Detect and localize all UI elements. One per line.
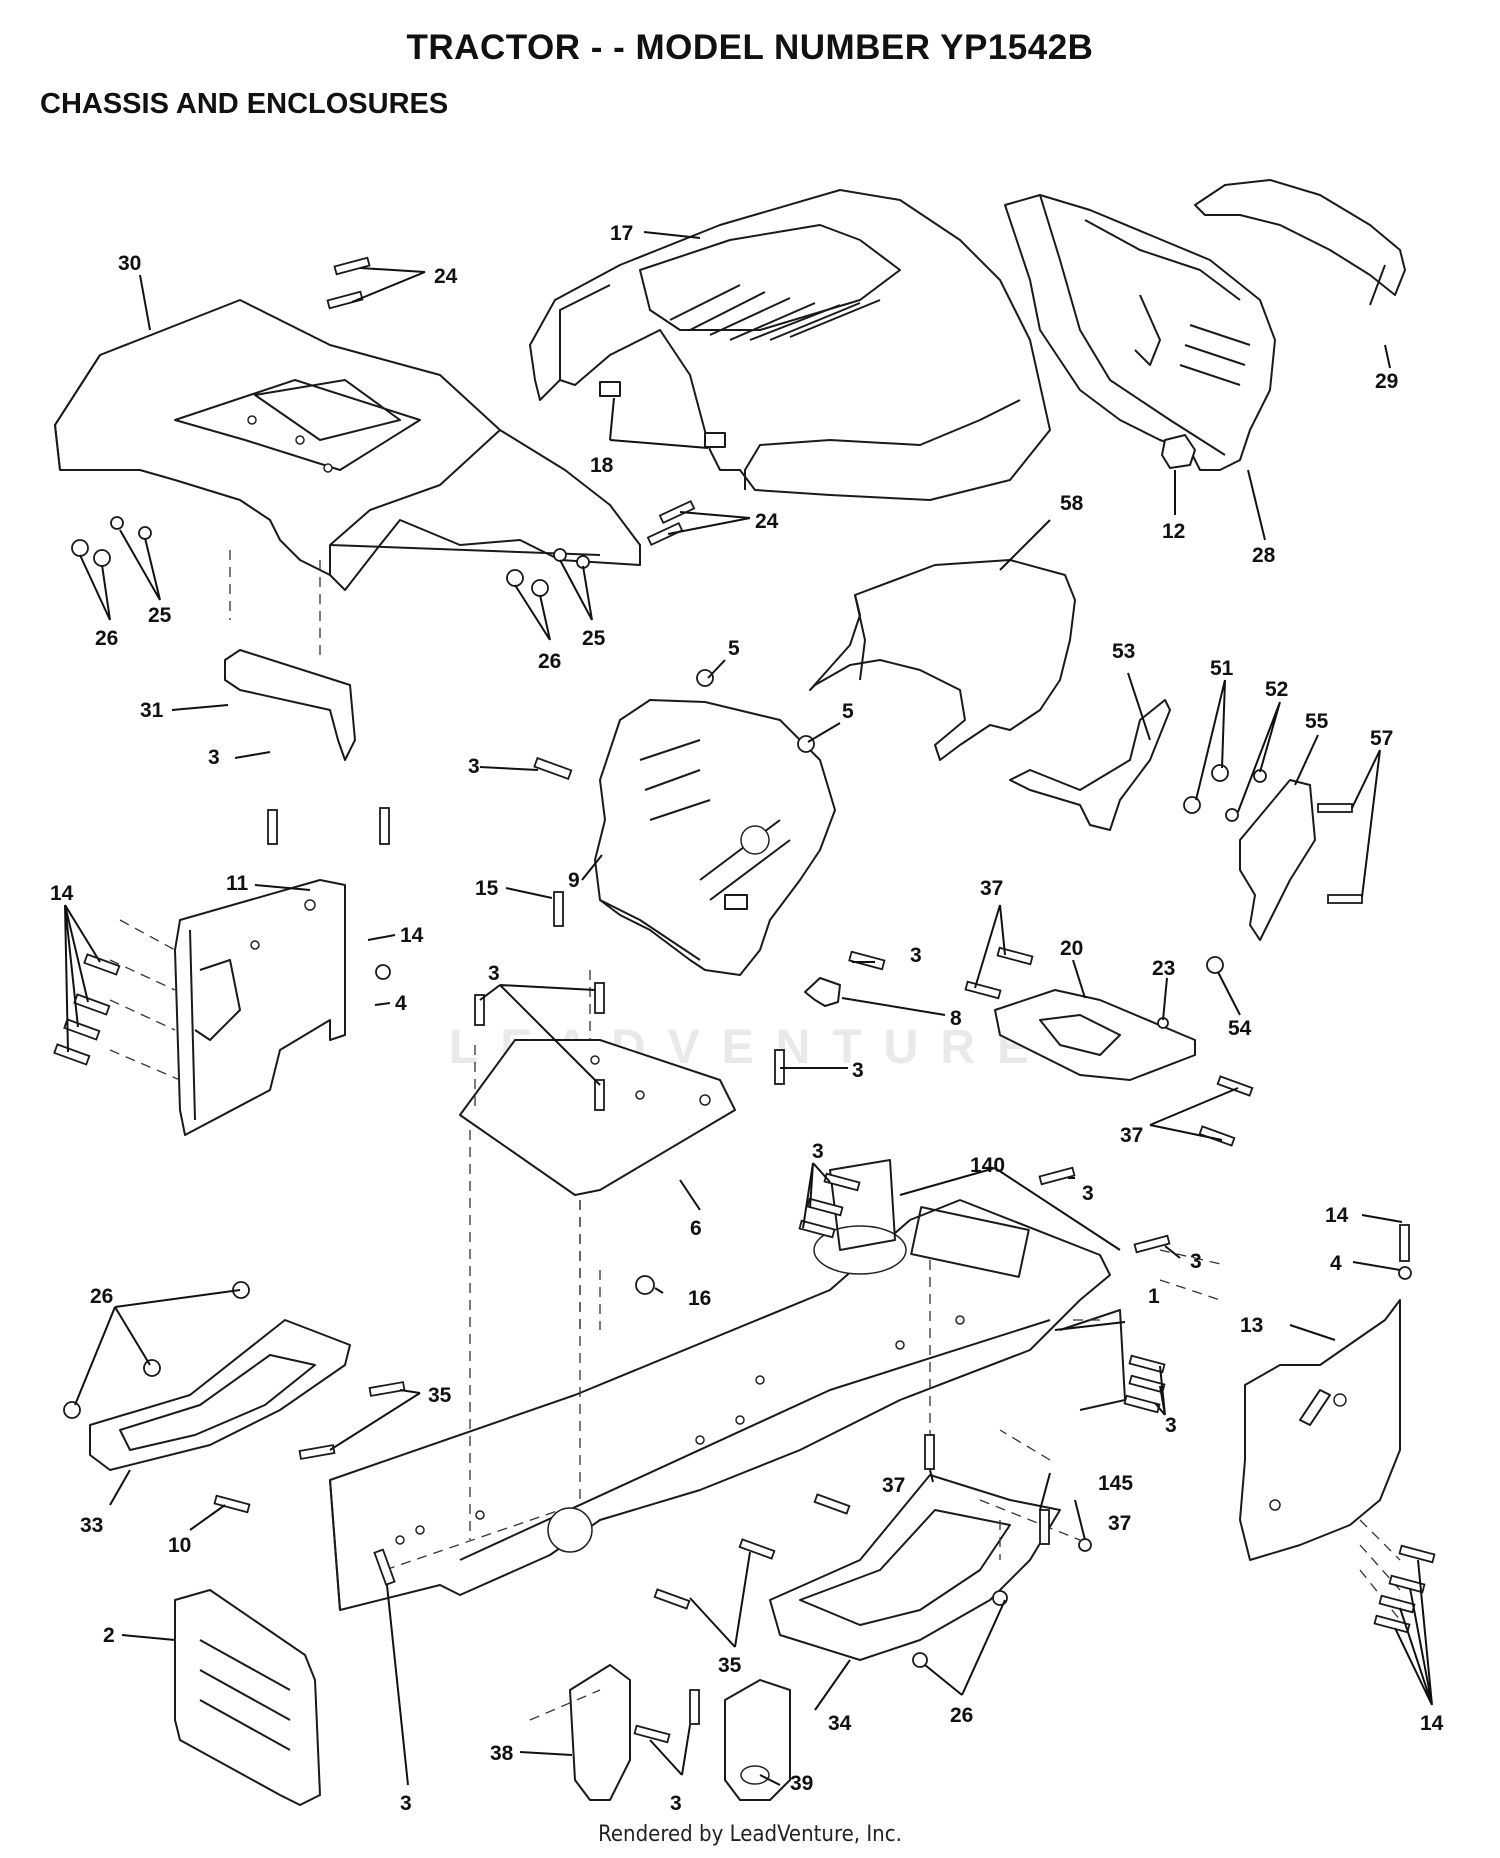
callout-24: 24 [434, 265, 458, 288]
callout-1: 1 [1148, 1285, 1160, 1308]
callout-25: 25 [582, 627, 606, 650]
callout-33: 33 [80, 1514, 103, 1537]
callout-53: 53 [1112, 640, 1135, 663]
page-title: TRACTOR - - MODEL NUMBER YP1542B [406, 28, 1094, 67]
callout-38: 38 [490, 1742, 514, 1765]
callout-5: 5 [728, 637, 740, 660]
callout-3: 3 [1165, 1414, 1177, 1437]
callout-5: 5 [842, 700, 854, 723]
callout-2: 2 [103, 1624, 115, 1647]
callout-3: 3 [400, 1792, 412, 1815]
callout-24: 24 [755, 510, 779, 533]
callout-37: 37 [882, 1474, 905, 1497]
callout-55: 55 [1305, 710, 1329, 733]
callout-3: 3 [208, 746, 220, 769]
part-side-panel-11[interactable] [174, 879, 346, 1136]
part-floor-plate-6[interactable] [459, 1039, 736, 1196]
callout-3: 3 [670, 1792, 682, 1815]
part-grille-28[interactable] [1004, 194, 1276, 471]
part-bracket-55[interactable] [1239, 779, 1316, 941]
callout-3: 3 [1082, 1182, 1094, 1205]
callout-26: 26 [950, 1704, 973, 1727]
callout-3: 3 [468, 755, 480, 778]
part-rear-fender-30[interactable] [54, 299, 641, 591]
callout-10: 10 [168, 1534, 191, 1557]
part-clip-8[interactable] [804, 977, 841, 1007]
callout-14: 14 [1420, 1712, 1444, 1735]
callout-3: 3 [852, 1059, 864, 1082]
callout-35: 35 [428, 1384, 452, 1407]
callout-8: 8 [950, 1007, 962, 1030]
part-clip-18b[interactable] [704, 432, 726, 448]
callout-17: 17 [610, 222, 633, 245]
callout-57: 57 [1370, 727, 1393, 750]
callout-54: 54 [1228, 1017, 1252, 1040]
part-plate-20[interactable] [994, 989, 1196, 1081]
callout-3: 3 [1190, 1250, 1202, 1273]
callout-145: 145 [1098, 1472, 1133, 1495]
callout-14: 14 [400, 924, 424, 947]
fasteners [53, 256, 1436, 1744]
part-side-panel-13[interactable] [1239, 1299, 1401, 1561]
callout-25: 25 [148, 604, 172, 627]
callout-39: 39 [790, 1772, 813, 1795]
section-title: CHASSIS AND ENCLOSURES [40, 88, 449, 120]
callout-4: 4 [1330, 1252, 1342, 1275]
part-bracket-38[interactable] [569, 1664, 631, 1801]
callout-37: 37 [1120, 1124, 1143, 1147]
footer-credit: Rendered by LeadVenture, Inc. [598, 1822, 902, 1847]
callout-34: 34 [828, 1712, 852, 1735]
callout-14: 14 [1325, 1204, 1349, 1227]
part-nose-29[interactable] [1194, 179, 1406, 306]
part-footrest-34[interactable] [769, 1474, 1061, 1661]
callout-16: 16 [688, 1287, 711, 1310]
callout-3: 3 [910, 944, 922, 967]
callout-52: 52 [1265, 678, 1288, 701]
part-main-frame-1[interactable] [329, 1159, 1126, 1611]
callout-37: 37 [1108, 1512, 1131, 1535]
callout-3: 3 [488, 962, 500, 985]
callout-9: 9 [568, 869, 580, 892]
callout-30: 30 [118, 252, 141, 275]
callout-140: 140 [970, 1154, 1005, 1177]
callout-26: 26 [538, 650, 561, 673]
callout-23: 23 [1152, 957, 1175, 980]
part-bracket-39[interactable] [724, 1679, 791, 1801]
part-footrest-33[interactable] [89, 1319, 351, 1471]
callout-20: 20 [1060, 937, 1083, 960]
part-front-plate-2[interactable] [174, 1589, 321, 1806]
callout-12: 12 [1162, 520, 1185, 543]
part-knob-12[interactable] [1161, 434, 1196, 469]
callout-3: 3 [812, 1140, 824, 1163]
callout-15: 15 [475, 877, 499, 900]
callout-31: 31 [140, 699, 164, 722]
part-bracket-53[interactable] [1009, 699, 1171, 831]
leader-lines [64, 231, 1433, 1786]
callout-35: 35 [718, 1654, 742, 1677]
callout-29: 29 [1375, 370, 1398, 393]
part-clip-18a[interactable] [599, 381, 621, 397]
callout-labels: 30 24 17 18 29 12 28 58 24 25 26 25 26 5… [50, 222, 1444, 1815]
callout-51: 51 [1210, 657, 1234, 680]
part-dash-tower-9[interactable] [594, 699, 836, 976]
part-dash-58[interactable] [809, 559, 1076, 761]
callout-13: 13 [1240, 1314, 1263, 1337]
callout-37: 37 [980, 877, 1003, 900]
part-bracket-31[interactable] [224, 649, 356, 761]
callout-26: 26 [95, 627, 118, 650]
callout-18: 18 [590, 454, 614, 477]
callout-58: 58 [1060, 492, 1084, 515]
callout-14: 14 [50, 882, 74, 905]
callout-26: 26 [90, 1285, 113, 1308]
part-hood-17[interactable] [529, 189, 1051, 501]
callout-28: 28 [1252, 544, 1276, 567]
callout-6: 6 [690, 1217, 702, 1240]
callout-4: 4 [395, 992, 407, 1015]
callout-11: 11 [226, 872, 249, 895]
